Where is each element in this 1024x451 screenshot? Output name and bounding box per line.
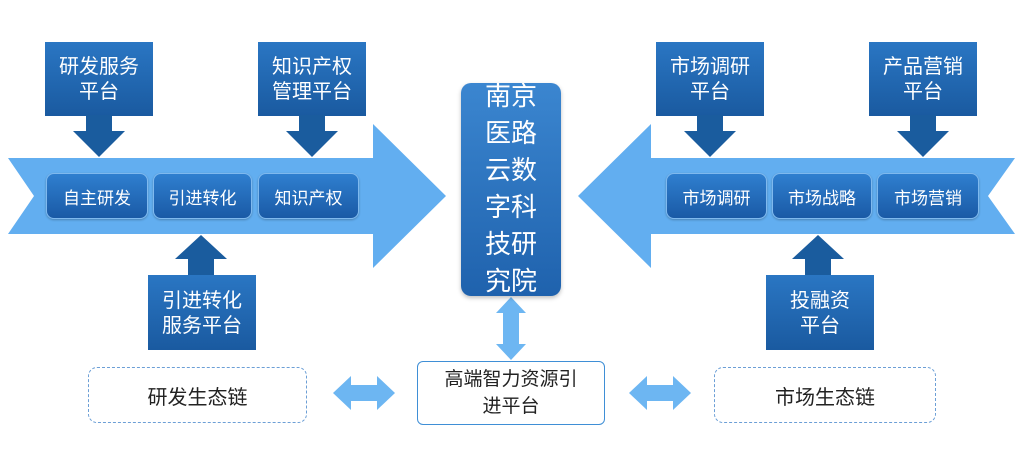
callout-product-marketing-shape [869,42,977,157]
pill-market-strategy: 市场战略 [772,173,872,219]
callout-market-research-shape [656,42,764,157]
callout-product-marketing-label: 产品营销 平台 [883,54,963,103]
talent-platform: 高端智力资源引 进平台 [417,361,605,425]
callout-financing-shape [766,235,874,350]
rd-ecosystem-chain: 研发生态链 [88,367,307,423]
callout-ip-management-shape [258,42,366,157]
callout-import-service-shape [148,235,256,350]
center-vertical-double-arrow [496,297,526,360]
callout-market-research-label: 市场调研 平台 [670,54,750,103]
pill-market-research: 市场调研 [666,173,767,219]
institute-title-box: 南京医路云数字科技研究院 [461,82,561,297]
right-horizontal-double-arrow [629,376,691,410]
callout-rd-service-label: 研发服务 平台 [59,54,139,103]
callout-ip-management-label: 知识产权 管理平台 [272,54,352,103]
pill-import-transform: 引进转化 [153,173,252,219]
pill-intellectual-property: 知识产权 [258,173,359,219]
callout-financing-label: 投融资 平台 [790,287,850,337]
pill-independent-rd: 自主研发 [46,173,148,219]
left-horizontal-double-arrow [333,376,395,410]
callout-import-service-label: 引进转化 服务平台 [162,287,242,337]
market-ecosystem-chain: 市场生态链 [714,367,936,423]
institute-title: 南京医路云数字科技研究院 [484,81,537,297]
callout-rd-service-shape [45,42,153,157]
pill-market-marketing: 市场营销 [877,173,979,219]
